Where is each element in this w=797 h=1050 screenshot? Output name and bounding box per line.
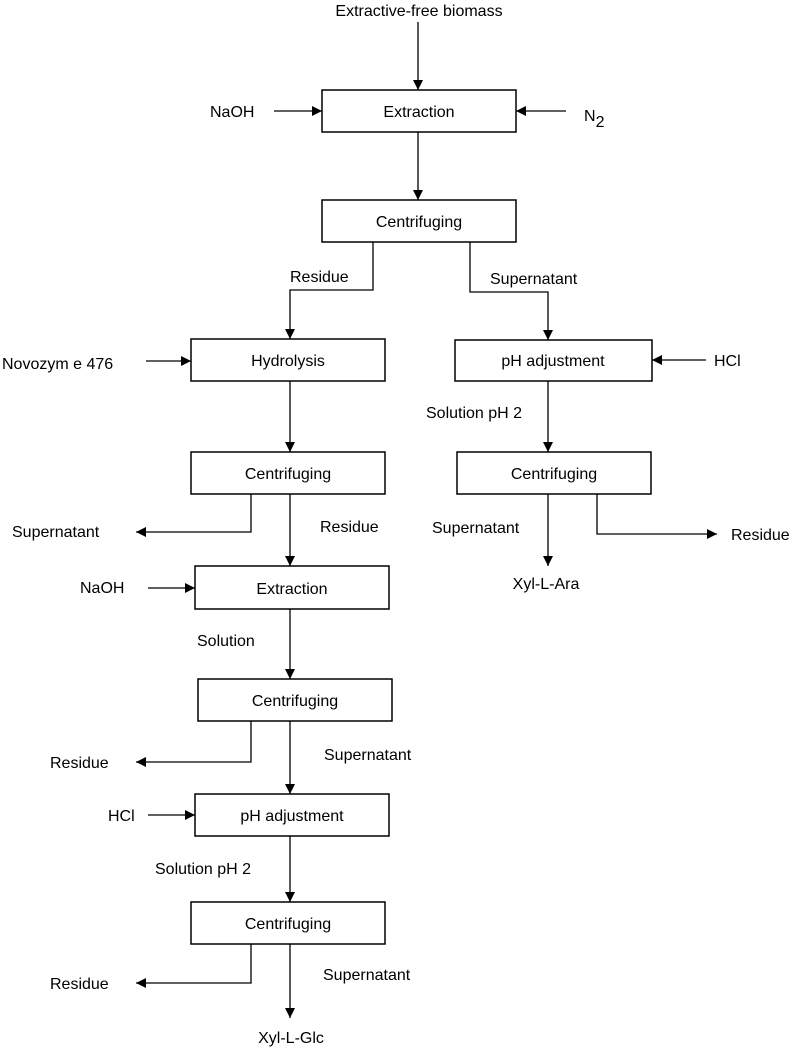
label-residue-out-4: Residue (50, 976, 109, 993)
node-hydrolysis: Hydrolysis (190, 338, 386, 382)
node-ph-adjustment-right: pH adjustment (454, 339, 653, 382)
process-nodes: Extraction Centrifuging Hydrolysis pH ad… (190, 89, 653, 945)
label-naoh-2: NaOH (80, 580, 124, 597)
flow-labels: Extractive-free biomass NaOH N2 Residue … (2, 3, 790, 1047)
node-label: pH adjustment (501, 353, 605, 370)
node-ph-adjustment-left: pH adjustment (194, 793, 390, 837)
node-label: Hydrolysis (251, 353, 325, 370)
node-label: Centrifuging (245, 466, 331, 483)
label-residue-right-out: Residue (731, 527, 790, 544)
label-solution-ph2-left: Solution pH 2 (155, 861, 251, 878)
label-residue-out-3: Residue (50, 755, 109, 772)
label-supernatant-left-4: Supernatant (323, 967, 411, 984)
label-hcl-left: HCl (108, 808, 135, 825)
label-residue-left-2: Residue (320, 519, 379, 536)
arrow-centrifuging-to-residue-right (596, 494, 717, 539)
label-solution-ph2-right: Solution pH 2 (426, 405, 522, 422)
label-n2: N2 (584, 108, 605, 131)
arrow-residue-to-hydrolysis (285, 242, 374, 339)
label-supernatant-left-3: Supernatant (324, 747, 412, 764)
node-centrifuging-1: Centrifuging (321, 199, 517, 243)
label-hcl-right: HCl (714, 353, 741, 370)
label-supernatant-right: Supernatant (432, 520, 520, 537)
node-label: Centrifuging (376, 214, 462, 231)
label-n2-subscript: 2 (596, 114, 605, 131)
label-n2-main: N (584, 108, 596, 125)
arrow-supernatant-to-ph-adjustment (469, 242, 553, 340)
node-centrifuging-right: Centrifuging (456, 451, 652, 495)
node-label: Centrifuging (245, 916, 331, 933)
label-solution: Solution (197, 633, 255, 650)
label-naoh-1: NaOH (210, 104, 254, 121)
label-product-left: Xyl-L-Glc (258, 1030, 324, 1047)
node-centrifuging-left-2: Centrifuging (190, 451, 386, 495)
node-centrifuging-left-3: Centrifuging (197, 678, 393, 722)
node-label: pH adjustment (240, 808, 344, 825)
node-label: Extraction (256, 581, 327, 598)
node-centrifuging-left-4: Centrifuging (190, 901, 386, 945)
node-label: Centrifuging (252, 693, 338, 710)
arrow-centrifuging-to-supernatant-out (136, 494, 252, 537)
label-novozym: Novozym e 476 (2, 356, 113, 373)
node-extraction-1: Extraction (321, 89, 517, 133)
label-input-biomass: Extractive-free biomass (335, 3, 502, 20)
node-label: Centrifuging (511, 466, 597, 483)
arrow-centrifuging-to-residue-out-4 (136, 944, 252, 988)
arrow-centrifuging-to-residue-out (136, 721, 252, 767)
label-product-right: Xyl-L-Ara (513, 576, 580, 593)
node-label: Extraction (383, 104, 454, 121)
label-supernatant-out: Supernatant (12, 524, 100, 541)
connectors (136, 22, 717, 1018)
label-residue-1: Residue (290, 269, 349, 286)
node-extraction-2: Extraction (194, 565, 390, 610)
label-supernatant-1: Supernatant (490, 271, 578, 288)
